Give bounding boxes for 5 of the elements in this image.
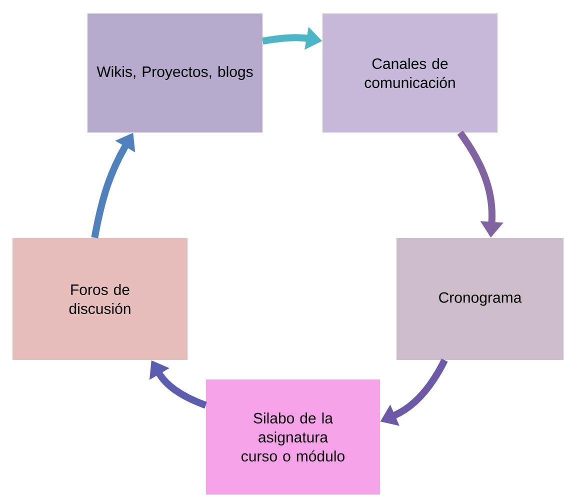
process-box: Silabo de la asignatura curso o módulo [206, 380, 380, 494]
process-box: Canales de comunicación [322, 14, 498, 132]
process-box: Foros de discusión [12, 238, 188, 360]
process-box: Wikis, Proyectos, blogs [88, 14, 262, 132]
process-box: Cronograma [396, 238, 564, 360]
